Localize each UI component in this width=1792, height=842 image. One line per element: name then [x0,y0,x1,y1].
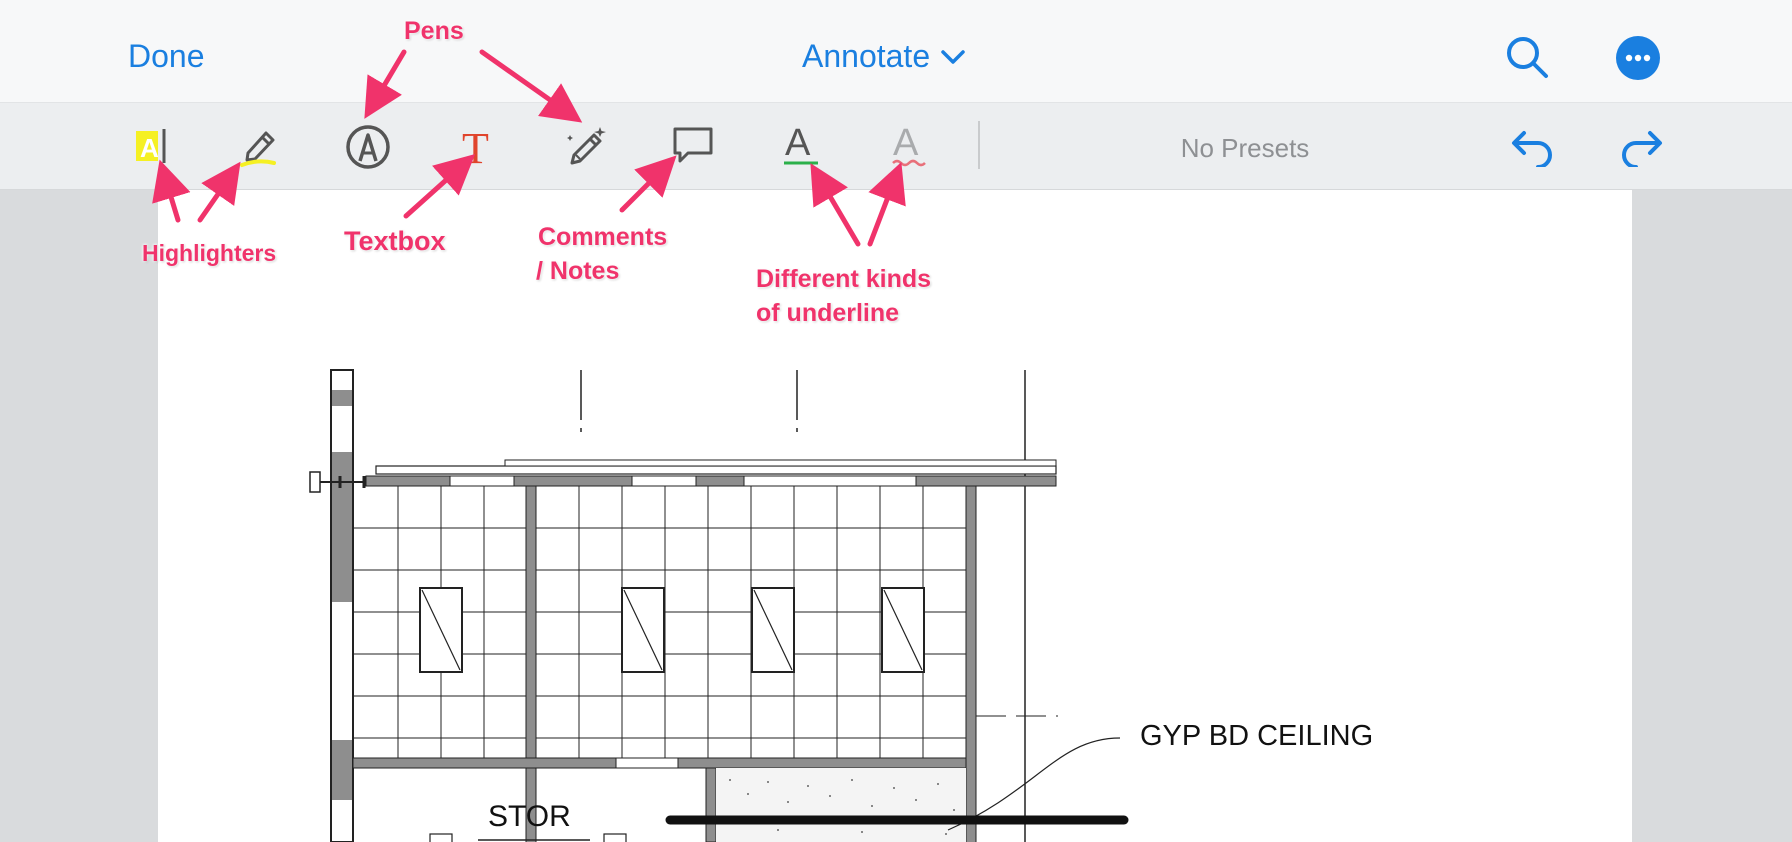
top-bar: Done Annotate [0,0,1792,103]
document-gutter-right [1632,190,1792,842]
underline-callout-line2: of underline [756,299,900,327]
toolbar-divider [978,121,980,169]
mode-label: Annotate [802,38,931,74]
ceiling-label: GYP BD CEILING [1140,720,1374,752]
speech-bubble-icon[interactable] [670,125,716,167]
document-page[interactable]: GYP BD CEILING STOR [158,190,1632,842]
underline-a-icon[interactable]: A [782,121,820,169]
done-button[interactable]: Done [128,38,205,74]
more-options-button[interactable] [1616,36,1660,80]
search-icon[interactable] [1504,34,1550,80]
highlighters-callout: Highlighters [142,240,277,266]
svg-text:A: A [140,133,159,163]
floor-plan-drawing [309,369,1129,842]
squiggly-a-icon[interactable]: A [890,121,928,169]
svg-text:T: T [462,124,489,169]
magic-pencil-icon[interactable] [564,125,608,169]
underline-callout-line1: Different kinds [756,265,932,293]
ellipsis-icon [1625,54,1651,62]
marker-icon[interactable] [238,125,280,169]
room-label: STOR [488,800,571,833]
document-gutter-left [0,190,158,842]
text-highlight-icon[interactable]: A [132,125,172,167]
annotation-toolbar: A T [0,103,1792,190]
comments-callout-line2: / Notes [536,257,620,285]
presets-label[interactable]: No Presets [1180,133,1310,163]
undo-icon[interactable] [1510,125,1556,169]
text-t-icon[interactable]: T [460,123,496,173]
redo-icon[interactable] [1618,125,1664,169]
textbox-callout: Textbox [344,226,446,256]
pen-circle-icon[interactable] [344,123,392,171]
comments-callout-line1: Comments [538,223,668,251]
svg-text:A: A [893,122,919,164]
pens-callout: Pens [404,17,464,45]
chevron-down-icon [941,49,965,64]
svg-text:A: A [785,122,811,164]
annotate-mode-menu[interactable]: Annotate [802,38,968,75]
